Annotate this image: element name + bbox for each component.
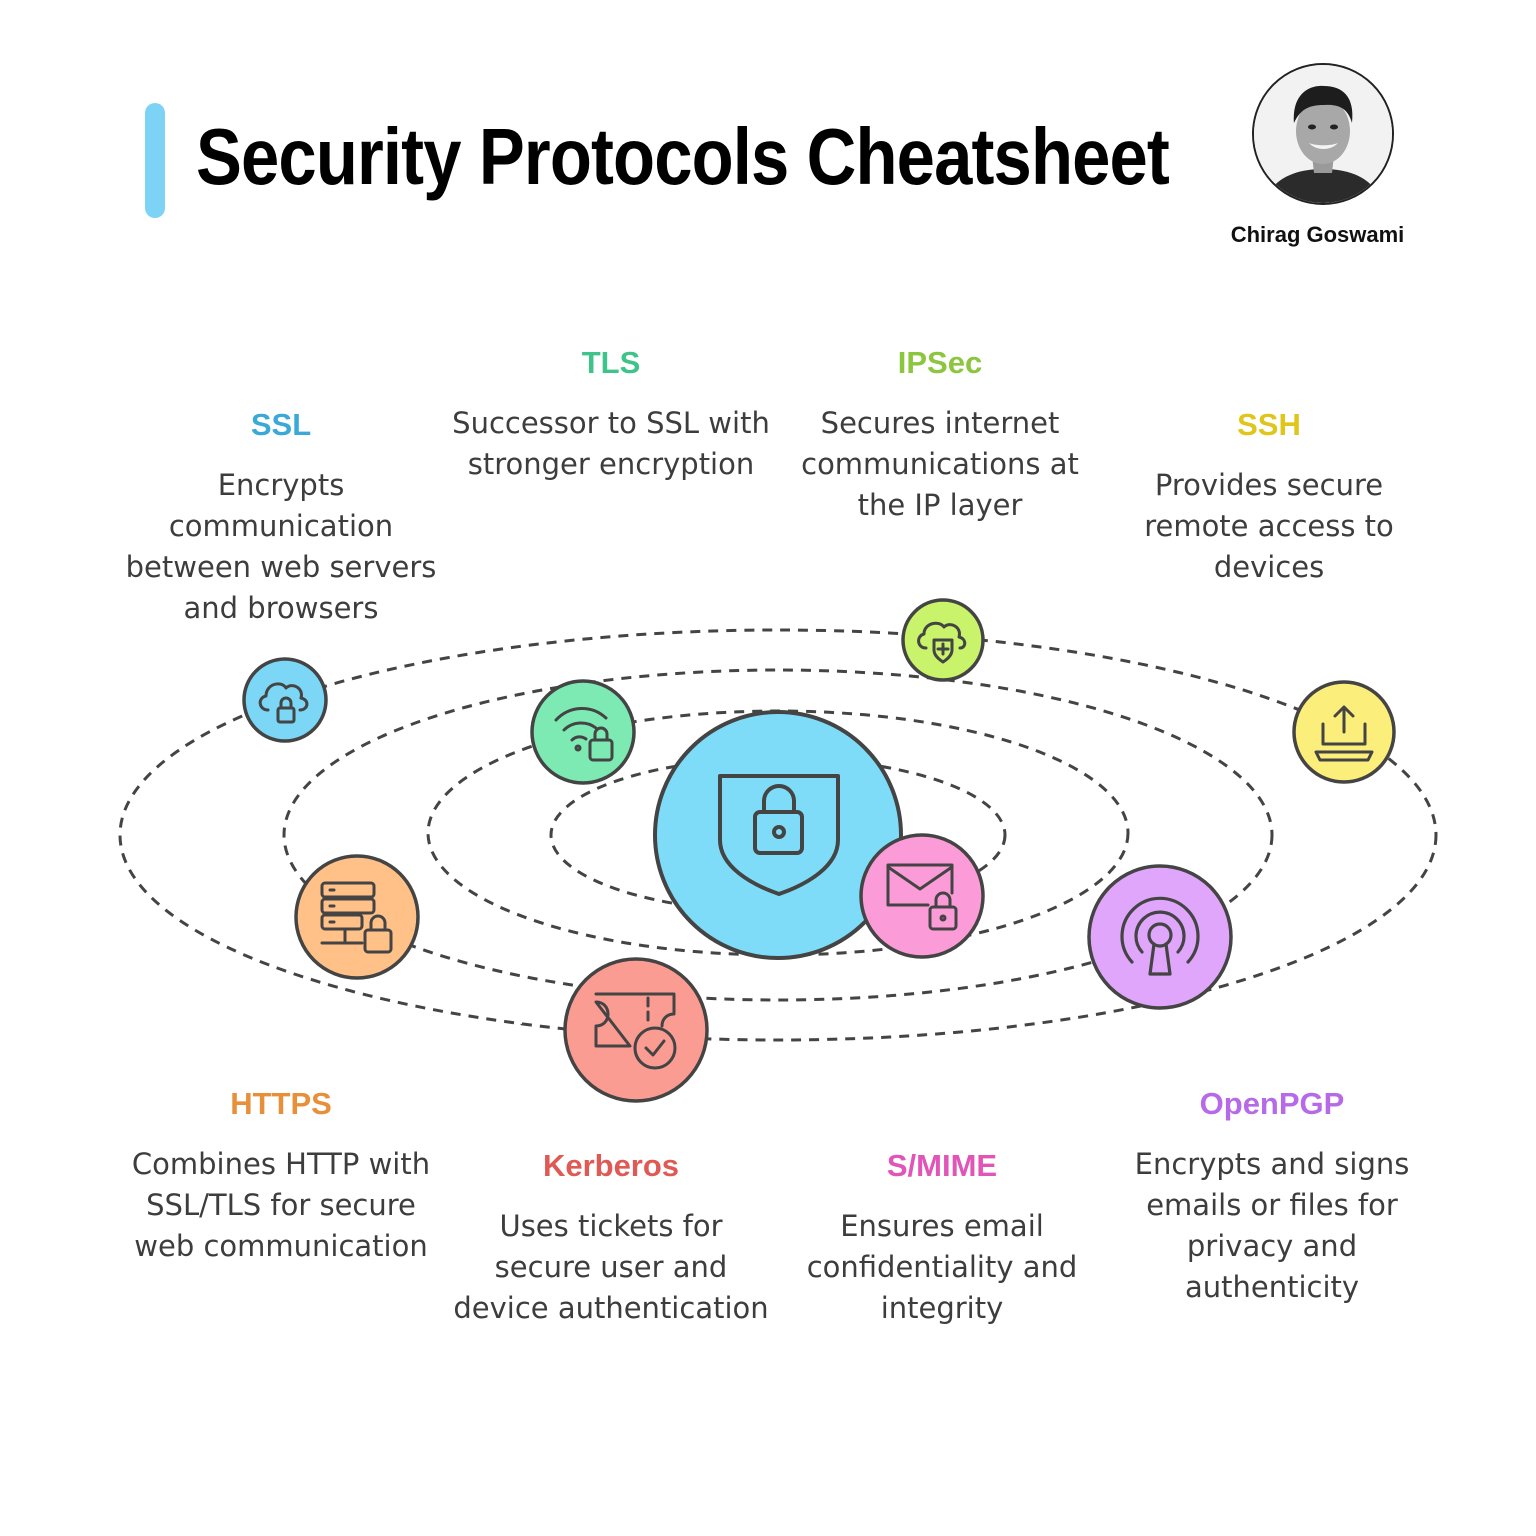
ssh-title: SSH <box>1237 407 1301 442</box>
cloud-lock-icon <box>258 682 309 724</box>
openpgp-node[interactable] <box>1087 864 1233 1010</box>
openpgp-description: Encrypts and signs emails or files for p… <box>1134 1147 1410 1304</box>
tls-title: TLS <box>581 345 641 380</box>
center-shield-node <box>653 710 903 960</box>
kerberos-block: Kerberos Uses tickets for secure user an… <box>451 1146 771 1329</box>
cloud-shield-icon <box>917 621 967 664</box>
ssh-description: Provides secure remote access to devices <box>1144 468 1394 584</box>
mail-lock-icon <box>886 863 958 931</box>
ssl-description: Encrypts communication between web serve… <box>125 468 437 625</box>
https-description: Combines HTTP with SSL/TLS for secure we… <box>131 1147 431 1263</box>
server-lock-icon <box>320 881 393 954</box>
orbit-ring-3 <box>282 668 1274 1002</box>
kerberos-title: Kerberos <box>542 1148 680 1183</box>
tls-block: TLS Successor to SSL with stronger encry… <box>451 343 771 485</box>
ssh-block: SSH Provides secure remote access to dev… <box>1109 405 1429 588</box>
https-title: HTTPS <box>230 1086 332 1121</box>
author-name: Chirag Goswami <box>1230 222 1405 247</box>
title-accent-bar <box>145 103 165 218</box>
openpgp-block: OpenPGP Encrypts and signs emails or fil… <box>1112 1084 1432 1308</box>
ticket-check-icon <box>594 992 677 1070</box>
page-title: Security Protocols Cheatsheet <box>196 112 1170 201</box>
orbit-ring-4 <box>118 628 1438 1042</box>
ssl-block: SSL Encrypts communication between web s… <box>121 405 441 629</box>
ssl-node[interactable] <box>242 657 328 743</box>
keyhole-signal-icon <box>1120 896 1200 976</box>
smime-description: Ensures email confidentiality and integr… <box>806 1209 1078 1325</box>
smime-block: S/MIME Ensures email confidentiality and… <box>782 1146 1102 1329</box>
kerberos-description: Uses tickets for secure user and device … <box>453 1209 769 1325</box>
ipsec-block: IPSec Secures internet communications at… <box>780 343 1100 526</box>
ssl-title: SSL <box>250 407 312 442</box>
tls-node[interactable] <box>530 679 636 785</box>
avatar <box>1252 63 1394 205</box>
ipsec-description: Secures internet communications at the I… <box>801 406 1079 522</box>
https-block: HTTPS Combines HTTP with SSL/TLS for sec… <box>121 1084 441 1267</box>
smime-node[interactable] <box>859 833 985 959</box>
ipsec-title: IPSec <box>897 345 983 380</box>
tls-description: Successor to SSL with stronger encryptio… <box>452 406 770 481</box>
shield-lock-icon <box>718 774 840 896</box>
kerberos-node[interactable] <box>563 957 709 1103</box>
https-node[interactable] <box>294 854 420 980</box>
wifi-lock-icon <box>554 707 614 762</box>
ssh-node[interactable] <box>1292 680 1396 784</box>
laptop-upload-icon <box>1314 705 1374 762</box>
ipsec-node[interactable] <box>901 598 985 682</box>
openpgp-title: OpenPGP <box>1199 1086 1345 1121</box>
smime-title: S/MIME <box>886 1148 998 1183</box>
